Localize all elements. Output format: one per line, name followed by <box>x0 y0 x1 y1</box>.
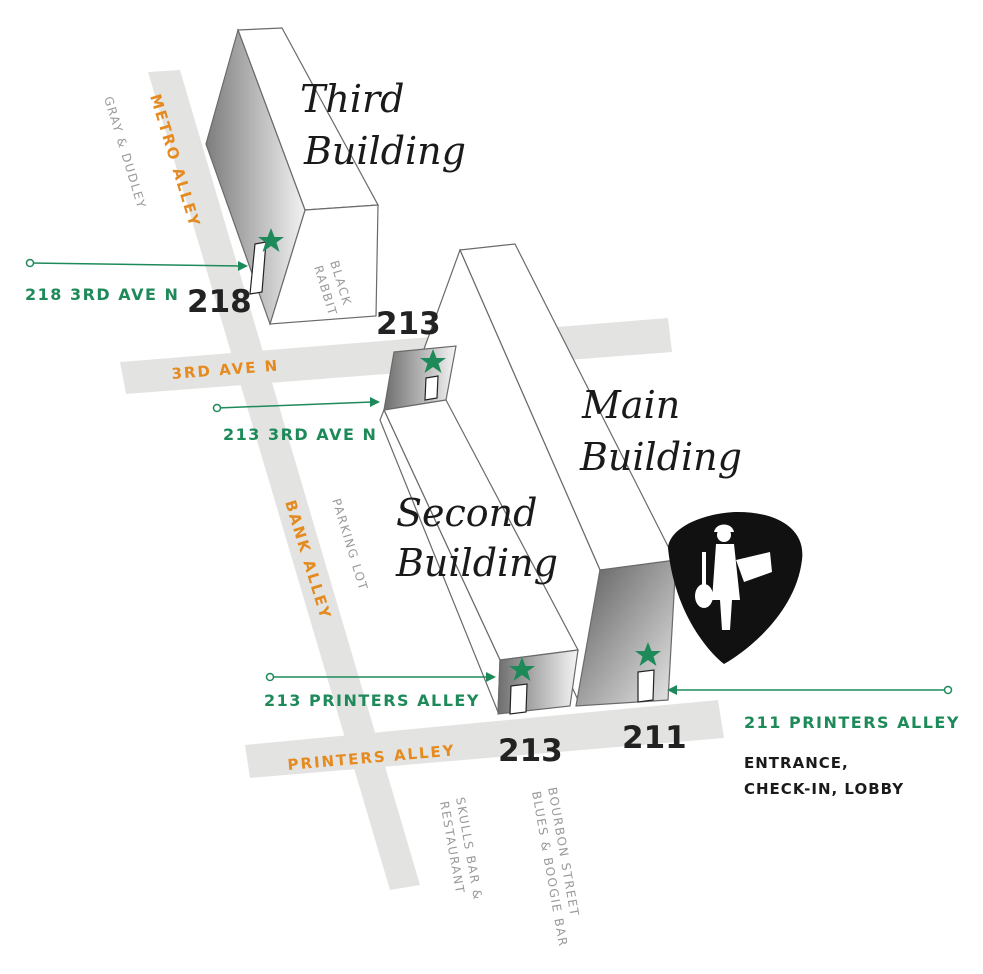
second-building-name-1: Second <box>396 491 537 535</box>
number-213-bottom: 213 <box>498 733 563 769</box>
third-building-name-2: Building <box>303 129 466 173</box>
address-arrows <box>25 258 953 695</box>
arrow-213-3rd-head <box>370 397 380 407</box>
guitar-pick-logo <box>668 512 803 664</box>
star-icon <box>420 349 446 373</box>
arrow-213-printers-dot <box>265 672 275 682</box>
third-building-front <box>205 28 306 326</box>
third-building-door[interactable] <box>249 241 267 295</box>
main-building-face <box>575 559 677 707</box>
main-building-name-2: Building <box>579 435 742 479</box>
main-building <box>419 243 681 707</box>
metro-alley-road <box>148 70 420 890</box>
second-building-door[interactable] <box>509 683 528 715</box>
arrow-211-printers-dot <box>943 685 953 695</box>
star-icon <box>635 642 661 666</box>
main-building-name-1: Main <box>581 383 680 427</box>
second-building-name-2: Building <box>395 541 558 585</box>
address-213-printers: 213 PRINTERS ALLEY <box>264 691 480 710</box>
arrow-213-3rd-dot <box>212 403 222 413</box>
newspapers-icon <box>736 552 772 582</box>
number-218: 218 <box>187 284 252 320</box>
annex-door[interactable] <box>424 375 439 401</box>
arrow-218 <box>29 262 241 267</box>
main-building-door[interactable] <box>637 669 655 703</box>
arrow-213-3rd <box>216 401 373 409</box>
address-211-printers: 211 PRINTERS ALLEY <box>744 713 960 732</box>
arrow-218-head <box>238 261 248 271</box>
number-211: 211 <box>622 720 687 756</box>
parking-lot-label: PARKING LOT <box>329 497 370 593</box>
star-icon <box>509 657 535 681</box>
figure-body <box>712 544 740 630</box>
third-building-name-1: Third <box>300 77 404 121</box>
gray-dudley-label: GRAY & DUDLEY <box>101 95 149 211</box>
guitar-body-icon <box>695 584 713 608</box>
second-building <box>379 345 579 715</box>
entrance-info-line2: CHECK-IN, LOBBY <box>744 780 904 798</box>
arrow-211-printers-head <box>667 685 677 695</box>
arrow-218-dot <box>25 258 35 268</box>
address-213-3rd: 213 3RD AVE N <box>223 425 377 444</box>
number-213-top: 213 <box>376 306 441 342</box>
figure-hat <box>714 524 734 532</box>
third-building <box>205 27 379 326</box>
printers-alley-road <box>245 700 724 778</box>
star-icon <box>258 228 284 252</box>
entrance-info-line1: ENTRANCE, <box>744 754 849 772</box>
arrow-213-printers-head <box>486 672 496 682</box>
address-218: 218 3RD AVE N <box>25 285 179 304</box>
guitar-neck-icon <box>702 552 706 588</box>
entrance-stars <box>258 228 661 681</box>
